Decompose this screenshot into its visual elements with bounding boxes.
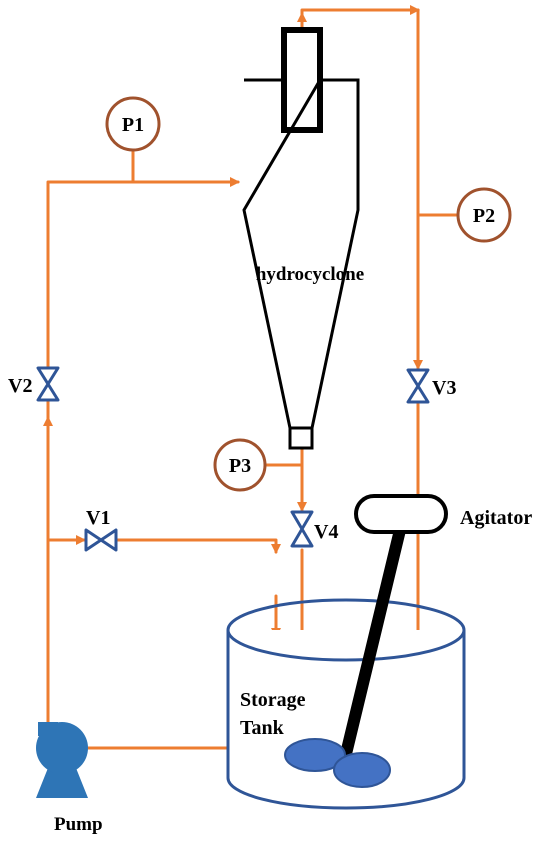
gauge-p2: P2 — [456, 187, 512, 243]
pipe-overflow-top — [300, 5, 420, 30]
storage-tank-body — [226, 630, 466, 810]
valve-v3: V3 — [406, 368, 456, 404]
hydrocyclone: hydrocyclone — [242, 27, 364, 450]
pump: Pump — [36, 722, 103, 835]
pump-label: Pump — [54, 814, 103, 835]
valve-v1-label: V1 — [86, 507, 110, 529]
storage-tank: Storage Tank — [226, 598, 466, 810]
valve-v4: V4 — [290, 510, 338, 548]
agitator-shaft — [339, 524, 406, 764]
impeller-blade-right — [333, 752, 391, 788]
valve-v2-icon — [36, 366, 60, 402]
pump-base — [36, 768, 88, 798]
gauge-p3-label: P3 — [229, 455, 251, 477]
valve-v2: V2 — [8, 366, 60, 402]
gauge-p2-label: P2 — [473, 205, 495, 227]
agitator-motor — [354, 494, 448, 534]
hydrocyclone-label: hydrocyclone — [256, 264, 364, 285]
agitator-label: Agitator — [460, 507, 532, 529]
valve-v1: V1 — [84, 507, 118, 552]
impeller-blade-left — [284, 738, 346, 772]
spigot — [288, 426, 314, 450]
storage-tank-label-line2: Tank — [240, 717, 285, 739]
gauge-p1: P1 — [105, 96, 161, 152]
pump-outlet — [38, 722, 58, 736]
valve-v2-label: V2 — [8, 375, 32, 397]
gauge-p1-circle — [105, 96, 161, 152]
valve-v1-icon — [84, 528, 118, 552]
gauge-p3: P3 — [213, 438, 267, 492]
valve-v3-icon — [406, 368, 430, 404]
vortex-finder — [281, 27, 323, 133]
piping — [43, 5, 460, 753]
valve-v4-icon — [290, 510, 314, 548]
valve-v3-label: V3 — [432, 377, 456, 399]
pipe-pump-to-hydrocyclone-inlet — [46, 177, 240, 747]
storage-tank-rim — [226, 598, 466, 662]
gauge-p1-label: P1 — [122, 114, 144, 136]
gauge-p3-circle — [213, 438, 267, 492]
gauge-p2-circle — [456, 187, 512, 243]
valve-v4-label: V4 — [314, 521, 338, 543]
pipe-bypass-to-tank — [114, 538, 281, 554]
storage-tank-label-line1: Storage — [240, 689, 306, 711]
agitator: Agitator — [284, 494, 532, 788]
